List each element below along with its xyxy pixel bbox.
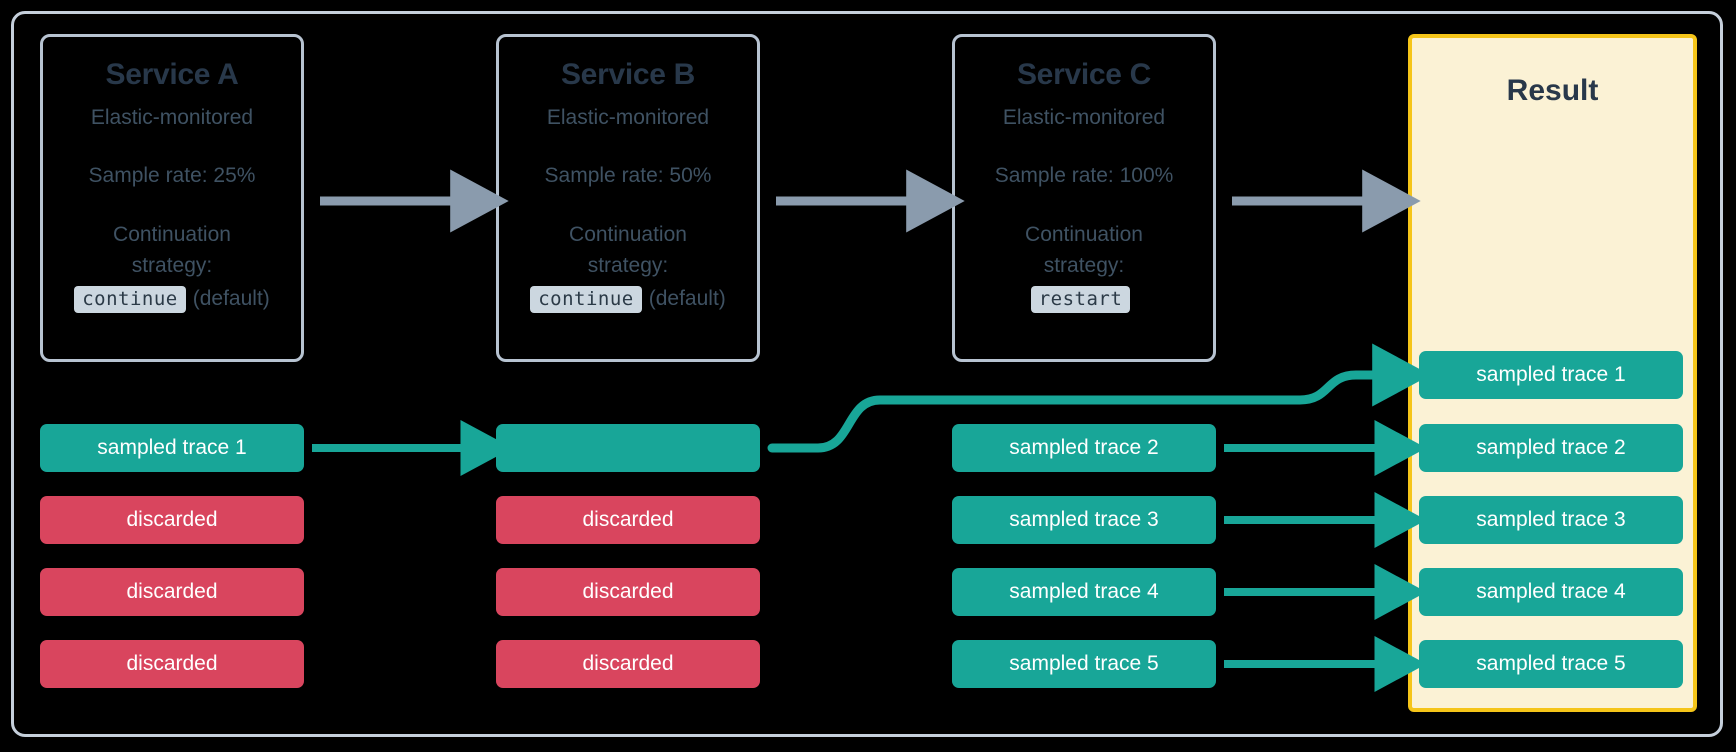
trace-pill-b-3: discarded [496,568,760,616]
trace-pill-b-1 [496,424,760,472]
service-c-strategy-line2: strategy: [1043,254,1125,277]
service-b-strategy-note: (default) [648,287,726,310]
service-c-title: Service C [1016,58,1152,91]
trace-pill-c-3: sampled trace 4 [952,568,1216,616]
trace-pill-a-1: sampled trace 1 [40,424,304,472]
service-a-title: Service A [105,58,239,91]
trace-pill-a-3: discarded [40,568,304,616]
result-title: Result [1506,74,1599,107]
trace-pill-a-2: discarded [40,496,304,544]
service-a-strategy: Continuation strategy: continue (default) [43,219,301,315]
trace-pill-c-1: sampled trace 2 [952,424,1216,472]
service-card-a: Service A Elastic-monitored Sample rate:… [40,34,304,362]
service-b-strategy-line2: strategy: [587,254,669,277]
service-b-strategy-badge: continue [530,286,642,313]
service-c-strategy-value-row: restart [955,283,1213,315]
service-c-strategy-badge: restart [1030,286,1131,313]
service-card-c: Service C Elastic-monitored Sample rate:… [952,34,1216,362]
service-a-monitored: Elastic-monitored [90,106,254,129]
trace-pill-b-2: discarded [496,496,760,544]
trace-pill-b-4: discarded [496,640,760,688]
service-b-strategy-line1: Continuation [569,223,687,246]
result-pill-3: sampled trace 3 [1419,496,1683,544]
service-a-strategy-value-row: continue (default) [43,283,301,315]
result-pill-5: sampled trace 5 [1419,640,1683,688]
service-b-strategy: Continuation strategy: continue (default) [499,219,757,315]
result-pill-1: sampled trace 1 [1419,351,1683,399]
service-b-strategy-value-row: continue (default) [499,283,757,315]
service-c-sample-rate: Sample rate: 100% [994,164,1174,187]
service-b-monitored: Elastic-monitored [546,106,710,129]
result-pill-2: sampled trace 2 [1419,424,1683,472]
service-b-sample-rate: Sample rate: 50% [544,164,712,187]
service-a-sample-rate: Sample rate: 25% [88,164,256,187]
trace-pill-a-4: discarded [40,640,304,688]
service-a-strategy-badge: continue [74,286,186,313]
service-c-strategy: Continuation strategy: restart [955,219,1213,315]
service-c-strategy-line1: Continuation [1025,223,1143,246]
service-a-strategy-line2: strategy: [131,254,213,277]
service-b-title: Service B [560,58,696,91]
trace-pill-c-4: sampled trace 5 [952,640,1216,688]
service-a-strategy-line1: Continuation [113,223,231,246]
service-card-b: Service B Elastic-monitored Sample rate:… [496,34,760,362]
trace-pill-c-2: sampled trace 3 [952,496,1216,544]
result-pill-4: sampled trace 4 [1419,568,1683,616]
service-a-strategy-note: (default) [192,287,270,310]
service-c-monitored: Elastic-monitored [1002,106,1166,129]
